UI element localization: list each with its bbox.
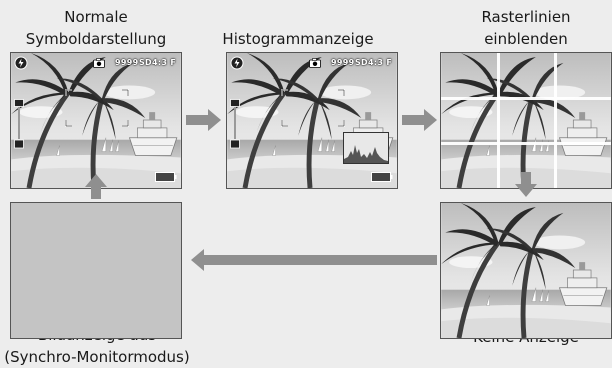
grid-line-horizontal-2 <box>441 142 611 145</box>
beach-scene-image <box>441 203 611 338</box>
grid-line-vertical-1 <box>497 53 500 188</box>
label-normal: Normale Symboldarstellung <box>10 6 182 50</box>
beach-scene-image <box>11 53 181 188</box>
label-histogram: Histogrammanzeige <box>212 28 384 50</box>
label-normal-line1: Normale <box>64 8 128 26</box>
panel-none <box>440 202 612 339</box>
label-histogram-line1: Histogrammanzeige <box>222 30 374 48</box>
arrow-up <box>85 174 107 199</box>
arrow-down <box>515 172 537 197</box>
label-grid-line1: Rasterlinien <box>481 8 571 26</box>
arrow-right-2 <box>402 109 437 131</box>
panel-display-off <box>10 202 182 339</box>
panel-grid <box>440 52 612 189</box>
panel-histogram: 9999 SD 4:3 F <box>226 52 398 189</box>
label-off-line2: (Synchro-Monitormodus) <box>4 348 190 366</box>
label-grid: Rasterlinien einblenden <box>440 6 612 50</box>
label-grid-line2: einblenden <box>484 30 568 48</box>
beach-scene-image <box>441 53 611 188</box>
grid-line-vertical-2 <box>554 53 557 188</box>
beach-scene-image <box>227 53 397 188</box>
panel-normal: 9999 SD 4:3 F <box>10 52 182 189</box>
label-normal-line2: Symboldarstellung <box>25 30 167 48</box>
arrow-left <box>191 249 437 271</box>
grid-line-horizontal-1 <box>441 97 611 100</box>
arrow-right-1 <box>186 109 221 131</box>
